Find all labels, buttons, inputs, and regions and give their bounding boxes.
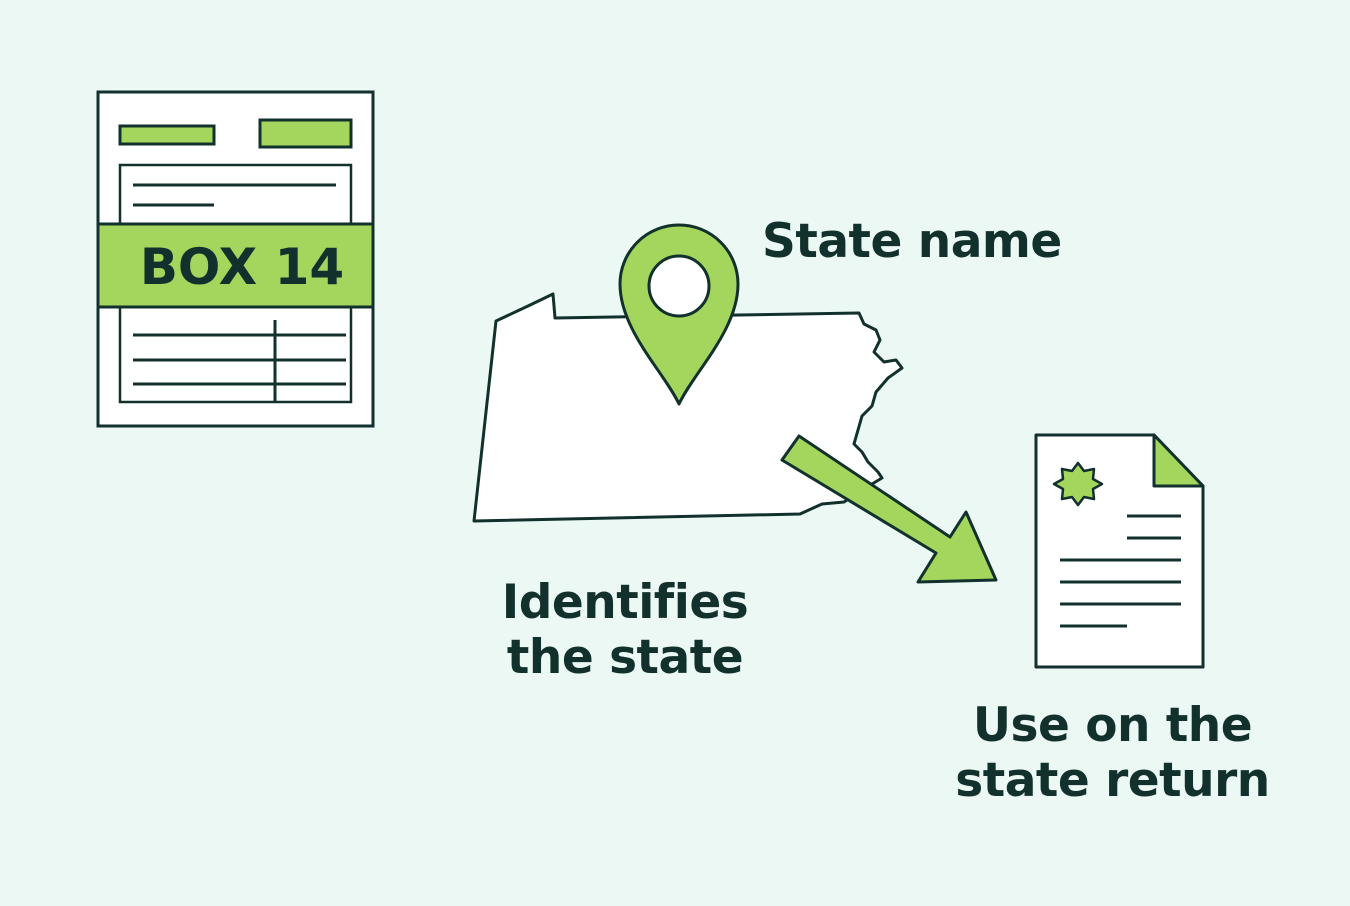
state-name-label: State name: [762, 214, 1062, 269]
use-line-1: Use on the: [972, 698, 1253, 753]
arrow-shape: [780, 434, 998, 584]
box-14-label: BOX 14: [140, 238, 344, 296]
identifies-state-label: Identifies the state: [470, 575, 780, 686]
identifies-line-1: Identifies: [501, 575, 749, 630]
w2-form-icon: BOX 14: [96, 90, 375, 428]
location-pin-icon: [618, 223, 740, 406]
document-corner-fold: [1152, 433, 1205, 488]
seal-icon: [1052, 461, 1104, 507]
box-14-highlight: [96, 222, 375, 309]
form-header-bar-right: [258, 118, 353, 149]
state-return-document-icon: [1034, 433, 1205, 669]
use-on-state-return-label: Use on the state return: [940, 698, 1285, 809]
use-line-2: state return: [955, 753, 1270, 809]
identifies-line-2: the state: [506, 630, 744, 686]
form-header-bar-left: [118, 124, 216, 146]
